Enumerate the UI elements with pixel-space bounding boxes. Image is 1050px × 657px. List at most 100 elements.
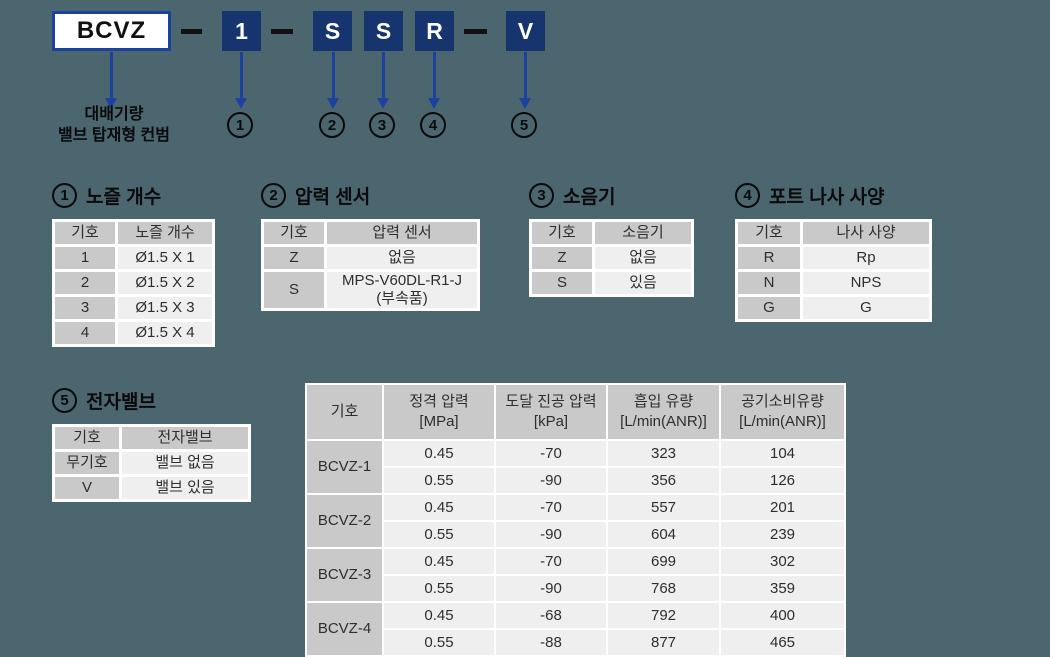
value-cell: Ø1.5 X 1 [118, 247, 212, 269]
value-cell: NPS [803, 272, 929, 294]
table-header-cell: 압력 센서 [327, 222, 477, 244]
spec-value-cell: 0.55 [384, 630, 494, 655]
spec-value-cell: 400 [721, 603, 844, 628]
down-arrow-head-icon [235, 98, 247, 109]
spec-header-cell: 기호 [307, 385, 382, 439]
code-segment-box-5: V [506, 11, 545, 51]
value-cell: Ø1.5 X 2 [118, 272, 212, 294]
ref-circle-4: 4 [420, 112, 446, 138]
down-arrow-head-icon [377, 98, 389, 109]
spec-value-cell: 557 [608, 495, 719, 520]
spec-value-cell: -70 [496, 495, 606, 520]
section-title: 압력 센서 [295, 186, 371, 208]
code-cell: R [738, 247, 800, 269]
section-heading: 5 전자밸브 [52, 386, 251, 414]
spec-value-cell: 0.55 [384, 522, 494, 547]
code-cell: S [532, 272, 592, 294]
section-heading: 3 소음기 [529, 181, 694, 209]
spec-value-cell: 699 [608, 549, 719, 574]
value-cell: G [803, 297, 929, 319]
value-cell: MPS-V60DL-R1-J (부속품) [327, 272, 477, 308]
model-code-cell: BCVZ-4 [307, 603, 382, 655]
ref-circle-3: 3 [369, 112, 395, 138]
value-cell: Ø1.5 X 3 [118, 297, 212, 319]
code-segment-box-2: S [313, 11, 352, 51]
spec-value-cell: 356 [608, 468, 719, 493]
ref-circle-5: 5 [511, 112, 537, 138]
code-cell: Z [264, 247, 324, 269]
model-code-cell: BCVZ-1 [307, 441, 382, 493]
spec-value-cell: 792 [608, 603, 719, 628]
spec-value-cell: -90 [496, 522, 606, 547]
section-title: 포트 나사 사양 [769, 186, 885, 208]
value-cell: 밸브 없음 [122, 452, 248, 474]
down-arrow [382, 52, 385, 99]
model-caption-line2: 밸브 탑재형 컨범 [58, 127, 170, 144]
code-cell: 2 [55, 272, 115, 294]
spec-value-cell: 0.45 [384, 549, 494, 574]
code-cell: Z [532, 247, 592, 269]
section-heading: 1 노즐 개수 [52, 181, 215, 209]
code-cell: 3 [55, 297, 115, 319]
code-cell: 4 [55, 322, 115, 344]
code-cell: 무기호 [55, 452, 119, 474]
section-title: 노즐 개수 [86, 186, 162, 208]
code-cell: G [738, 297, 800, 319]
spec-value-cell: 359 [721, 576, 844, 601]
spec-value-cell: -88 [496, 630, 606, 655]
down-arrow [332, 52, 335, 99]
model-caption-line1: 대배기량 [84, 106, 144, 123]
code-cell: N [738, 272, 800, 294]
table-header-cell: 기호 [264, 222, 324, 244]
spec-header-cell: 도달 진공 압력 [kPa] [496, 385, 606, 439]
section-heading: 2 압력 센서 [261, 181, 480, 209]
spec-value-cell: 768 [608, 576, 719, 601]
spec-value-cell: 104 [721, 441, 844, 466]
spec-value-cell: 126 [721, 468, 844, 493]
spec-value-cell: 604 [608, 522, 719, 547]
spec-value-cell: 201 [721, 495, 844, 520]
spec-value-cell: 239 [721, 522, 844, 547]
table-header-cell: 소음기 [595, 222, 691, 244]
table-header-cell: 노즐 개수 [118, 222, 212, 244]
code-cell: 1 [55, 247, 115, 269]
spec-value-cell: -70 [496, 549, 606, 574]
model-code-cell: BCVZ-3 [307, 549, 382, 601]
dash-connector [181, 29, 202, 34]
spec-value-cell: 0.45 [384, 603, 494, 628]
model-code-cell: BCVZ-2 [307, 495, 382, 547]
down-arrow [524, 52, 527, 99]
down-arrow [240, 52, 243, 99]
section-number-circle: 1 [52, 182, 77, 208]
value-cell: 밸브 있음 [122, 477, 248, 499]
dash-connector [464, 29, 487, 34]
value-cell: Rp [803, 247, 929, 269]
spec-header-cell: 정격 압력 [MPa] [384, 385, 494, 439]
table-header-cell: 기호 [55, 222, 115, 244]
spec-value-cell: 877 [608, 630, 719, 655]
section-number-circle: 5 [52, 387, 77, 413]
ref-circle-1: 1 [227, 112, 253, 138]
